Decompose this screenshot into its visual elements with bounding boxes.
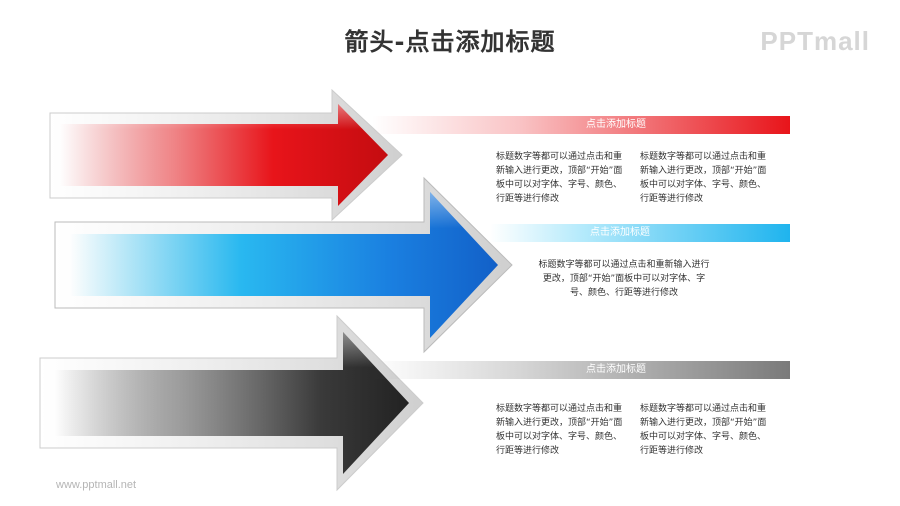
title-bar-blue: 点击添加标题 xyxy=(490,224,790,242)
desc-gray-2: 标题数字等都可以通过点击和重新输入进行更改，顶部“开始”面板中可以对字体、字号、… xyxy=(640,404,767,456)
footer-url: www.pptmall.net xyxy=(56,479,137,491)
pptmall-logo: PPTmall xyxy=(760,26,870,56)
arrow-gray xyxy=(39,314,424,492)
title-gray: 点击添加标题 xyxy=(586,364,646,375)
desc-red-1: 标题数字等都可以通过点击和重新输入进行更改，顶部“开始”面板中可以对字体、字号、… xyxy=(496,152,623,204)
title-bar-gray: 点击添加标题 xyxy=(372,361,790,379)
desc-gray-1: 标题数字等都可以通过点击和重新输入进行更改，顶部“开始”面板中可以对字体、字号、… xyxy=(496,404,623,456)
arrow-blue xyxy=(54,176,513,354)
title-red: 点击添加标题 xyxy=(586,119,646,130)
title-blue: 点击添加标题 xyxy=(590,227,650,238)
title-bar-red: 点击添加标题 xyxy=(372,116,790,134)
desc-red-2: 标题数字等都可以通过点击和重新输入进行更改，顶部“开始”面板中可以对字体、字号、… xyxy=(640,152,767,204)
page-title: 箭头-点击添加标题 xyxy=(344,28,556,56)
arrow-red xyxy=(49,88,403,222)
desc-blue-1: 标题数字等都可以通过点击和重新输入进行更改，顶部“开始”面板中可以对字体、字号、… xyxy=(538,260,710,298)
